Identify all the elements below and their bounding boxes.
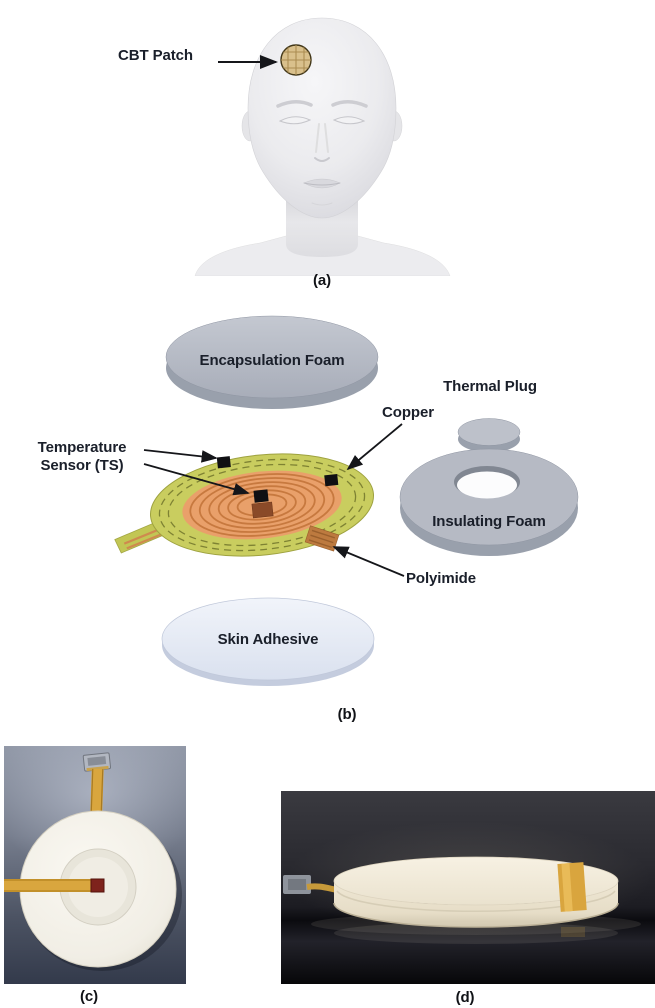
patch-side-body xyxy=(333,856,619,928)
panel-c-label: (c) xyxy=(79,988,99,1005)
head-illustration xyxy=(194,17,451,276)
temperature-sensor-arrow-top xyxy=(143,449,218,463)
copper-contact-pad xyxy=(304,525,340,552)
panel-a-label: (a) xyxy=(312,272,332,289)
patch-side-view-graphic xyxy=(283,856,641,944)
thermal-plug-label: Thermal Plug xyxy=(443,378,537,395)
encapsulation-foam-disc xyxy=(165,315,379,409)
patch-reflection xyxy=(334,922,618,944)
polyimide-label: Polyimide xyxy=(406,570,476,587)
skin-adhesive-label: Skin Adhesive xyxy=(217,631,319,648)
patch-top-view-graphic xyxy=(4,752,182,971)
annotation-arrows xyxy=(143,423,405,577)
flex-cable-vertical xyxy=(90,768,104,816)
flex-connector xyxy=(82,752,112,772)
sensor-pad xyxy=(251,501,274,519)
skin-adhesive-disc xyxy=(161,597,375,686)
copper-label: Copper xyxy=(382,404,434,421)
panel-d-label: (d) xyxy=(455,989,475,1006)
flex-cable-horizontal xyxy=(4,879,100,892)
temperature-sensor-label-line2: Sensor (TS) xyxy=(40,457,124,474)
thermal-plug-disc xyxy=(457,418,521,453)
face-features xyxy=(276,100,368,206)
tape-reflection xyxy=(561,927,585,937)
temperature-sensor-center-chip xyxy=(253,489,269,503)
patch-top-view-photo xyxy=(4,746,186,984)
side-connector-body xyxy=(288,879,306,890)
temperature-sensor-label-line1: Temperature xyxy=(37,439,127,456)
cbt-patch-callout: CBT Patch xyxy=(118,47,193,64)
polyimide-arrow xyxy=(332,546,405,577)
encapsulation-foam-label: Encapsulation Foam xyxy=(199,352,345,369)
kapton-tape xyxy=(557,862,587,912)
temperature-sensor-right-chip xyxy=(324,473,339,487)
insulating-foam-ring xyxy=(399,448,579,556)
insulating-foam-label: Insulating Foam xyxy=(432,513,546,530)
patch-side-view-photo xyxy=(281,791,655,984)
temperature-sensor-label: Temperature Sensor (TS) xyxy=(12,439,152,475)
side-flex-cable xyxy=(306,883,338,893)
temperature-sensor-arrow-center xyxy=(143,463,250,496)
panel-b-label: (b) xyxy=(337,706,357,723)
exploded-view-diagram xyxy=(114,315,579,686)
cbt-patch-dot xyxy=(280,44,312,76)
copper-arrow xyxy=(346,423,403,471)
sensor-layer-disc xyxy=(114,453,375,557)
temperature-sensor-top-chip xyxy=(216,456,231,469)
center-sensor-component xyxy=(90,878,105,893)
